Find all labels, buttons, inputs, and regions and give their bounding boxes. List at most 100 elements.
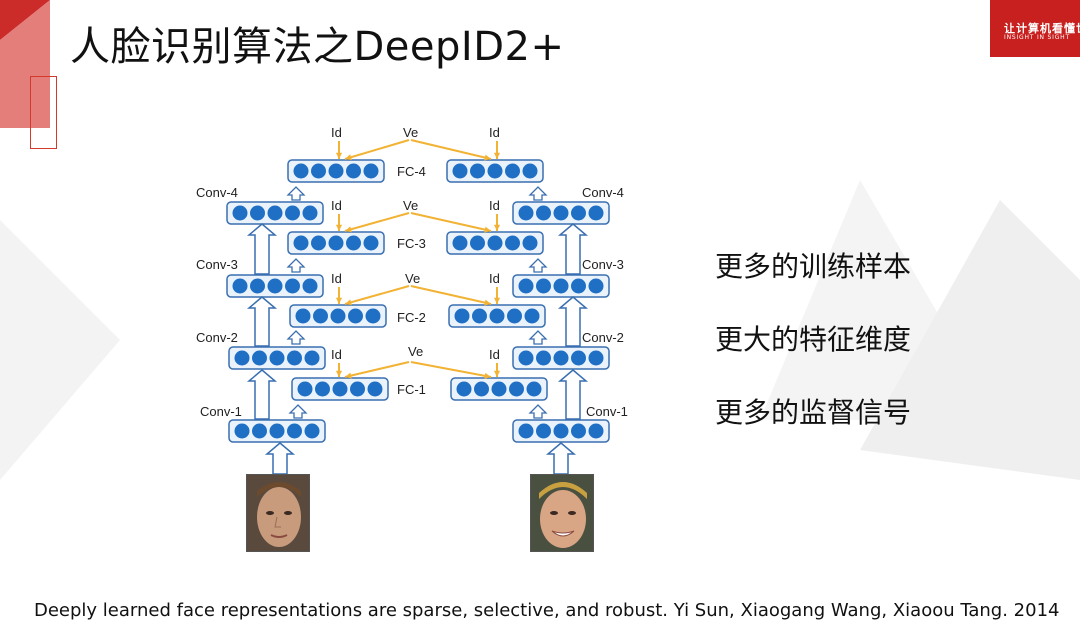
neuron-node bbox=[505, 235, 520, 251]
neuron-node bbox=[346, 163, 361, 179]
supervision-line bbox=[344, 285, 410, 305]
neuron-node bbox=[269, 350, 285, 366]
fc-label: FC-1 bbox=[397, 382, 426, 397]
supervision-line bbox=[344, 139, 410, 160]
neuron-node bbox=[571, 278, 586, 294]
neuron-node bbox=[293, 235, 309, 251]
neuron-node bbox=[234, 423, 250, 439]
neuron-node bbox=[315, 381, 330, 397]
neuron-node bbox=[487, 235, 503, 251]
supervision-arrowhead bbox=[345, 299, 352, 306]
neuron-node bbox=[313, 308, 328, 324]
neuron-node bbox=[474, 381, 489, 397]
neuron-node bbox=[522, 163, 538, 179]
supervision-arrowhead bbox=[345, 154, 352, 161]
neuron-node bbox=[522, 235, 538, 251]
neuron-node bbox=[287, 423, 302, 439]
conv-to-fc-arrow-right bbox=[528, 404, 548, 419]
feature-item: 更大的特征维度 bbox=[715, 323, 912, 356]
neuron-node bbox=[234, 350, 250, 366]
flow-arrow-left bbox=[246, 369, 278, 420]
neuron-node bbox=[588, 205, 604, 221]
neuron-node bbox=[285, 278, 300, 294]
neuron-node bbox=[363, 235, 379, 251]
citation: Deeply learned face representations are … bbox=[34, 600, 1060, 621]
fc-label: FC-4 bbox=[397, 164, 426, 179]
neuron-node bbox=[348, 308, 363, 324]
neuron-node bbox=[350, 381, 365, 397]
conv-label-right: Conv-2 bbox=[582, 330, 624, 345]
neuron-node bbox=[293, 163, 309, 179]
flow-arrow-left bbox=[246, 223, 278, 275]
neuron-node bbox=[232, 278, 248, 294]
fc-label: FC-2 bbox=[397, 310, 426, 325]
neuron-node bbox=[250, 205, 265, 221]
neuron-node bbox=[470, 163, 485, 179]
neuron-node bbox=[553, 278, 569, 294]
supervision-arrowhead bbox=[493, 152, 501, 159]
flow-arrow-left bbox=[246, 296, 278, 347]
neuron-node bbox=[346, 235, 361, 251]
neuron-node bbox=[363, 163, 379, 179]
neuron-node bbox=[536, 350, 551, 366]
neuron-node bbox=[285, 205, 300, 221]
neuron-node bbox=[252, 350, 267, 366]
supervision-arrowhead bbox=[493, 297, 501, 304]
neuron-node bbox=[302, 278, 318, 294]
id-label: Id bbox=[331, 347, 342, 362]
neuron-node bbox=[553, 423, 569, 439]
neuron-node bbox=[269, 423, 285, 439]
id-label: Id bbox=[489, 125, 500, 140]
logo-text: 让计算机看懂世界 bbox=[1004, 22, 1080, 35]
conv-label-right: Conv-1 bbox=[586, 404, 628, 419]
logo-tagline: INSIGHT IN SIGHT bbox=[1004, 34, 1070, 41]
neuron-node bbox=[365, 308, 381, 324]
id-label: Id bbox=[331, 271, 342, 286]
conv-to-fc-arrow-left bbox=[286, 258, 306, 273]
neuron-node bbox=[304, 423, 320, 439]
neuron-node bbox=[328, 163, 344, 179]
id-label: Id bbox=[489, 198, 500, 213]
supervision-line bbox=[410, 139, 492, 160]
supervision-line bbox=[344, 212, 410, 232]
neuron-node bbox=[472, 308, 487, 324]
neuron-node bbox=[505, 163, 520, 179]
neuron-node bbox=[518, 205, 534, 221]
neuron-node bbox=[232, 205, 248, 221]
feature-list: 更多的训练样本 更大的特征维度 更多的监督信号 bbox=[715, 246, 911, 465]
flow-arrow-right bbox=[557, 296, 589, 347]
ve-label: Ve bbox=[403, 198, 418, 213]
input-arrow-right bbox=[545, 442, 577, 475]
supervision-arrowhead bbox=[345, 226, 352, 233]
neuron-node bbox=[571, 205, 586, 221]
supervision-arrowhead bbox=[484, 154, 491, 161]
neuron-node bbox=[250, 278, 265, 294]
neuron-node bbox=[518, 278, 534, 294]
neuron-node bbox=[267, 278, 283, 294]
supervision-arrowhead bbox=[335, 297, 343, 304]
input-arrow-left bbox=[264, 442, 296, 475]
neuron-node bbox=[489, 308, 505, 324]
supervision-arrowhead bbox=[335, 224, 343, 231]
neuron-node bbox=[304, 350, 320, 366]
neuron-node bbox=[571, 350, 586, 366]
neuron-node bbox=[518, 350, 534, 366]
face-image-right bbox=[530, 474, 594, 552]
neuron-node bbox=[452, 163, 468, 179]
conv-label-right: Conv-4 bbox=[582, 185, 624, 200]
neuron-node bbox=[297, 381, 313, 397]
supervision-line bbox=[410, 212, 492, 232]
supervision-arrowhead bbox=[335, 152, 343, 159]
ve-label: Ve bbox=[408, 344, 423, 359]
supervision-arrowhead bbox=[335, 370, 343, 377]
neuron-node bbox=[487, 163, 503, 179]
neuron-node bbox=[588, 423, 604, 439]
flow-arrow-right bbox=[557, 223, 589, 275]
neuron-node bbox=[456, 381, 472, 397]
conv-to-fc-arrow-right bbox=[528, 330, 548, 345]
neuron-node bbox=[454, 308, 470, 324]
neuron-node bbox=[536, 205, 551, 221]
id-label: Id bbox=[489, 347, 500, 362]
